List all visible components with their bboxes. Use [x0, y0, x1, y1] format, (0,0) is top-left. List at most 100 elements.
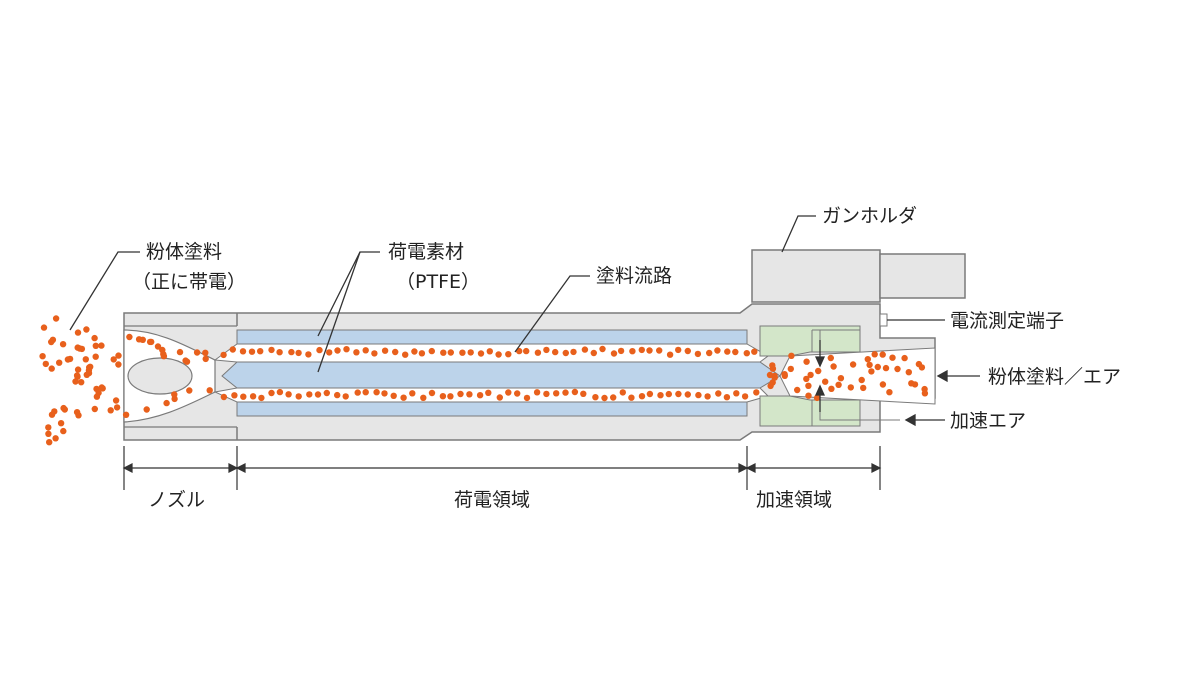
powder-particle — [704, 393, 711, 400]
powder-particle — [353, 349, 360, 356]
powder-particle — [813, 394, 821, 402]
powder-particle — [411, 348, 418, 355]
powder-particle — [183, 358, 191, 365]
label-powder-air: 粉体塗料／エア — [988, 365, 1121, 388]
powder-particle — [849, 361, 857, 368]
powder-particle — [248, 348, 256, 355]
powder-particle — [879, 351, 886, 358]
powder-particle — [95, 389, 102, 397]
powder-particle — [495, 351, 502, 358]
powder-particle — [646, 390, 654, 398]
powder-particle — [570, 348, 577, 356]
powder-particle — [381, 347, 389, 354]
powder-particle — [92, 342, 100, 349]
powder-particle — [894, 365, 901, 373]
powder-particle — [828, 385, 835, 392]
powder-particle — [82, 356, 90, 363]
powder-particle — [83, 326, 90, 333]
powder-particle — [751, 348, 758, 355]
powder-particle — [78, 379, 85, 386]
accel-part-top — [759, 325, 861, 357]
powder-particle — [822, 378, 829, 385]
powder-particle — [543, 346, 550, 354]
gun-holder-arm — [879, 253, 966, 299]
charge-material-core — [221, 361, 781, 389]
powder-particle — [741, 393, 749, 400]
powder-particle — [638, 346, 645, 354]
powder-particle — [420, 394, 427, 401]
powder-particle — [113, 404, 121, 411]
powder-particle — [98, 384, 106, 391]
dim-accel-right-head — [871, 463, 882, 473]
powder-particle — [459, 349, 466, 356]
powder-particle — [629, 348, 636, 355]
powder-particle — [326, 349, 333, 356]
powder-particle — [523, 347, 530, 355]
leader-powder — [69, 251, 140, 331]
powder-particle — [220, 393, 228, 401]
nozzle-core — [127, 357, 193, 395]
powder-particle — [193, 349, 201, 356]
powder-particle — [428, 389, 436, 397]
powder-particle — [505, 351, 512, 358]
powder-particle — [371, 350, 378, 357]
powder-particle — [362, 347, 369, 354]
powder-particle — [830, 363, 837, 370]
powder-particle — [743, 350, 750, 357]
powder-particle — [837, 375, 845, 382]
powder-particle — [592, 394, 599, 401]
dim-charging-left-head — [235, 463, 246, 473]
powder-particle — [126, 333, 133, 341]
powder-particle — [543, 390, 550, 398]
powder-particle — [477, 350, 485, 357]
powder-particle — [306, 391, 313, 398]
powder-particle — [724, 348, 731, 355]
powder-particle — [675, 346, 682, 354]
powder-particle — [827, 354, 834, 362]
powder-particle — [418, 350, 426, 357]
powder-particle — [788, 352, 795, 359]
powder-particle — [249, 393, 257, 400]
powder-particle — [879, 381, 887, 388]
powder-particle — [534, 349, 542, 356]
powder-particle — [835, 381, 842, 388]
dimension-lines — [122, 446, 882, 490]
arrows — [814, 340, 980, 427]
powder-particle — [918, 364, 926, 371]
powder-particle — [715, 390, 722, 397]
powder-particle — [457, 390, 464, 398]
powder-particle — [112, 397, 120, 404]
powder-particle — [73, 372, 81, 379]
label-gun-holder: ガンホルダ — [822, 205, 917, 227]
powder-particle — [305, 351, 312, 358]
powder-particle — [428, 347, 435, 355]
powder-particle — [871, 351, 878, 358]
label-charge-material: 荷電素材 — [388, 241, 464, 263]
powder-particle — [882, 364, 890, 372]
powder-particle — [276, 388, 284, 396]
powder-particle — [122, 411, 130, 418]
charge-material-outer-top — [236, 329, 748, 345]
label-positive-charge: （正に帯電） — [132, 271, 246, 293]
powder-particle — [240, 393, 247, 400]
powder-particle — [694, 350, 702, 358]
powder-particle — [858, 376, 865, 384]
powder-particle — [665, 390, 672, 398]
charge-material-outer-bottom — [236, 401, 748, 417]
powder-particle — [40, 324, 48, 331]
powder-particle — [874, 363, 881, 371]
powder-particle — [276, 349, 283, 356]
powder-particle — [343, 346, 350, 353]
powder-particle — [599, 345, 606, 353]
powder-particle — [706, 349, 713, 357]
powder-particle — [57, 420, 65, 427]
labels: 粉体塗料 （正に帯電） 荷電素材 （PTFE） 塗料流路 ガンホルダ 電流測定端… — [132, 205, 1121, 511]
powder-particle — [98, 342, 105, 349]
powder-particle — [805, 382, 812, 389]
powder-particle — [646, 347, 653, 354]
powder-particle — [60, 427, 67, 435]
label-current-terminal: 電流測定端子 — [950, 310, 1064, 332]
gun-holder — [751, 249, 966, 303]
